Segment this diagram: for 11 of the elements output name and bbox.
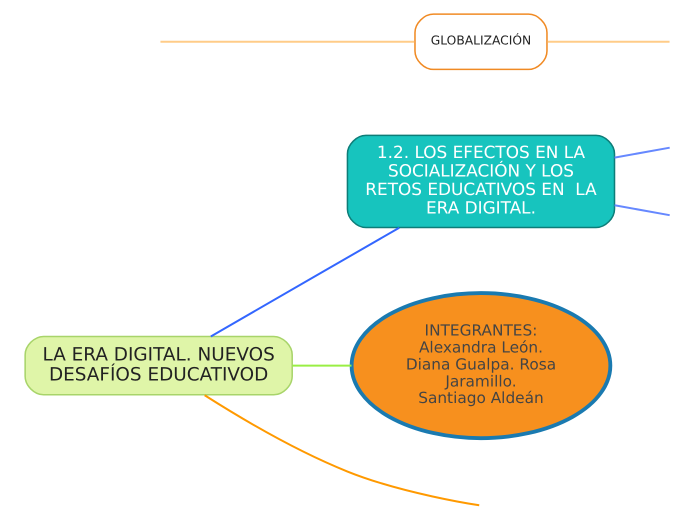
connector bbox=[614, 204, 670, 216]
node-box: GLOBALIZACIÓN bbox=[414, 13, 548, 70]
node-box: 1.2. LOS EFECTOS EN LA SOCIALIZACIÓN Y LOS RETOS EDUCATIVOS EN LA ERA DIGITAL. bbox=[346, 134, 616, 228]
connector bbox=[204, 394, 480, 506]
connector bbox=[160, 40, 414, 43]
connector bbox=[614, 146, 670, 159]
connector bbox=[292, 364, 352, 367]
connector bbox=[210, 226, 400, 338]
node-ellipse: INTEGRANTES: Alexandra León. Diana Gualpa. Rosa Jaramillo. Santiago Aldeán bbox=[350, 291, 612, 440]
connector bbox=[547, 40, 670, 43]
node-box: LA ERA DIGITAL. NUEVOS DESAFÍOS EDUCATIVOD bbox=[24, 336, 293, 396]
